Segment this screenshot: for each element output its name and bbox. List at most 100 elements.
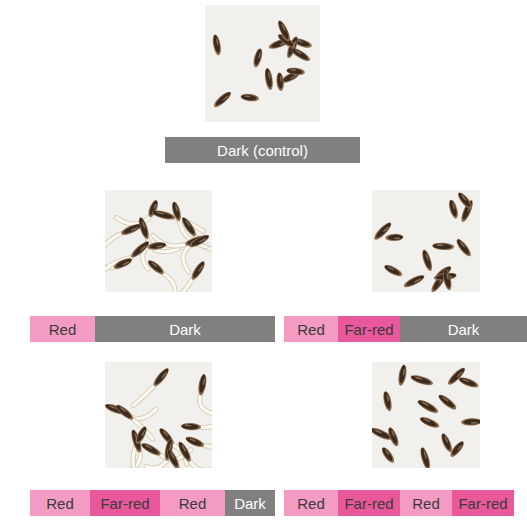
band-label: Far-red: [344, 322, 393, 337]
seed-body: [185, 436, 203, 447]
radicle: [105, 234, 121, 251]
seed-highlight: [425, 253, 429, 261]
seed-coat: [432, 242, 454, 251]
radicle: [119, 453, 140, 468]
seed-body: [381, 447, 394, 462]
seed-highlight: [444, 436, 448, 443]
seed-highlight: [461, 194, 467, 200]
seed-photo: [105, 190, 212, 292]
seed-highlight: [294, 49, 301, 54]
seed-coat: [133, 425, 148, 445]
seed-body: [181, 423, 198, 429]
seed: [461, 418, 480, 426]
seed-photo: [372, 190, 480, 292]
seed: [383, 263, 404, 279]
red-light-band: Red: [284, 490, 338, 516]
seed-highlight: [386, 394, 389, 401]
seed-highlight: [216, 38, 219, 46]
seed-highlight: [281, 23, 286, 31]
photo-ground: [205, 5, 320, 122]
seed: [410, 373, 434, 387]
seed-coat: [385, 233, 403, 241]
seed-coat: [402, 273, 426, 290]
seed-highlight: [442, 396, 449, 402]
seed: [458, 375, 480, 389]
seed-highlight: [170, 452, 175, 460]
seed-coat: [456, 191, 474, 211]
seed: [264, 67, 275, 90]
red-light-band: Red: [400, 490, 452, 516]
seed-highlight: [388, 266, 395, 271]
seed: [456, 191, 474, 211]
seed-coat: [397, 364, 408, 386]
seed: [176, 440, 193, 463]
seed-coat: [189, 260, 207, 282]
seed-coat: [240, 93, 259, 102]
band-label: Red: [412, 496, 440, 511]
red-light-band: Red: [30, 316, 95, 342]
far-red-light-band: Far-red: [338, 490, 400, 516]
seed: [211, 34, 222, 56]
seed-highlight: [153, 203, 157, 209]
seed-photo: [105, 362, 212, 468]
dark-band: Dark: [225, 490, 275, 516]
seed-body: [214, 91, 232, 107]
seed-highlight: [161, 372, 167, 379]
seed: [165, 448, 182, 468]
seed-coat: [112, 256, 133, 271]
seed-body: [131, 240, 150, 257]
seed-body: [448, 199, 458, 216]
seed: [184, 435, 205, 449]
seed-body: [241, 94, 257, 101]
seed-body: [398, 365, 406, 384]
seed-highlight: [189, 438, 196, 442]
seed: [447, 199, 459, 220]
seed-coat: [264, 67, 275, 90]
radicle: [201, 412, 212, 428]
seed-coat: [114, 403, 135, 422]
seed-body: [410, 374, 431, 385]
seed-highlight: [119, 406, 126, 412]
seed-highlight: [131, 227, 139, 232]
seed-body: [417, 399, 437, 413]
seed-coat: [188, 233, 211, 250]
seed: [448, 439, 466, 459]
radicle-shadow: [201, 412, 212, 428]
seed-highlight: [151, 262, 157, 268]
seed: [252, 48, 264, 69]
seed-coat: [382, 390, 394, 412]
seed-body: [442, 269, 451, 288]
seed-body: [290, 47, 309, 62]
seed-coat: [448, 439, 466, 459]
seed-body: [450, 440, 464, 456]
seed-coat: [276, 72, 285, 91]
radicle: [183, 246, 189, 272]
seed-body: [457, 192, 472, 209]
seed-highlight: [421, 401, 429, 406]
seed-coat: [276, 19, 292, 43]
seed-body: [440, 433, 452, 451]
seed-body: [152, 210, 174, 220]
seed-coat: [140, 441, 163, 458]
seed-highlight: [403, 368, 406, 376]
seed-coat: [419, 446, 433, 468]
seed-highlight: [423, 451, 427, 459]
red-light-band: Red: [160, 490, 225, 516]
seed-coat: [120, 222, 143, 238]
seed-highlight: [184, 424, 191, 426]
band-label: Dark: [448, 322, 480, 337]
seed-body: [147, 259, 163, 274]
seed: [439, 432, 454, 453]
seed-highlight: [244, 95, 251, 97]
band-label: Dark: [169, 322, 201, 337]
seed-body: [387, 427, 398, 445]
seed-highlight: [145, 444, 152, 449]
seed: [151, 209, 176, 222]
seed-highlight: [181, 444, 186, 452]
seed-highlight: [142, 221, 146, 229]
seed-coat: [129, 239, 151, 260]
seed: [380, 446, 397, 465]
seed-coat: [439, 432, 454, 453]
band-label: Dark (control): [217, 143, 308, 158]
seed-body: [277, 20, 290, 40]
